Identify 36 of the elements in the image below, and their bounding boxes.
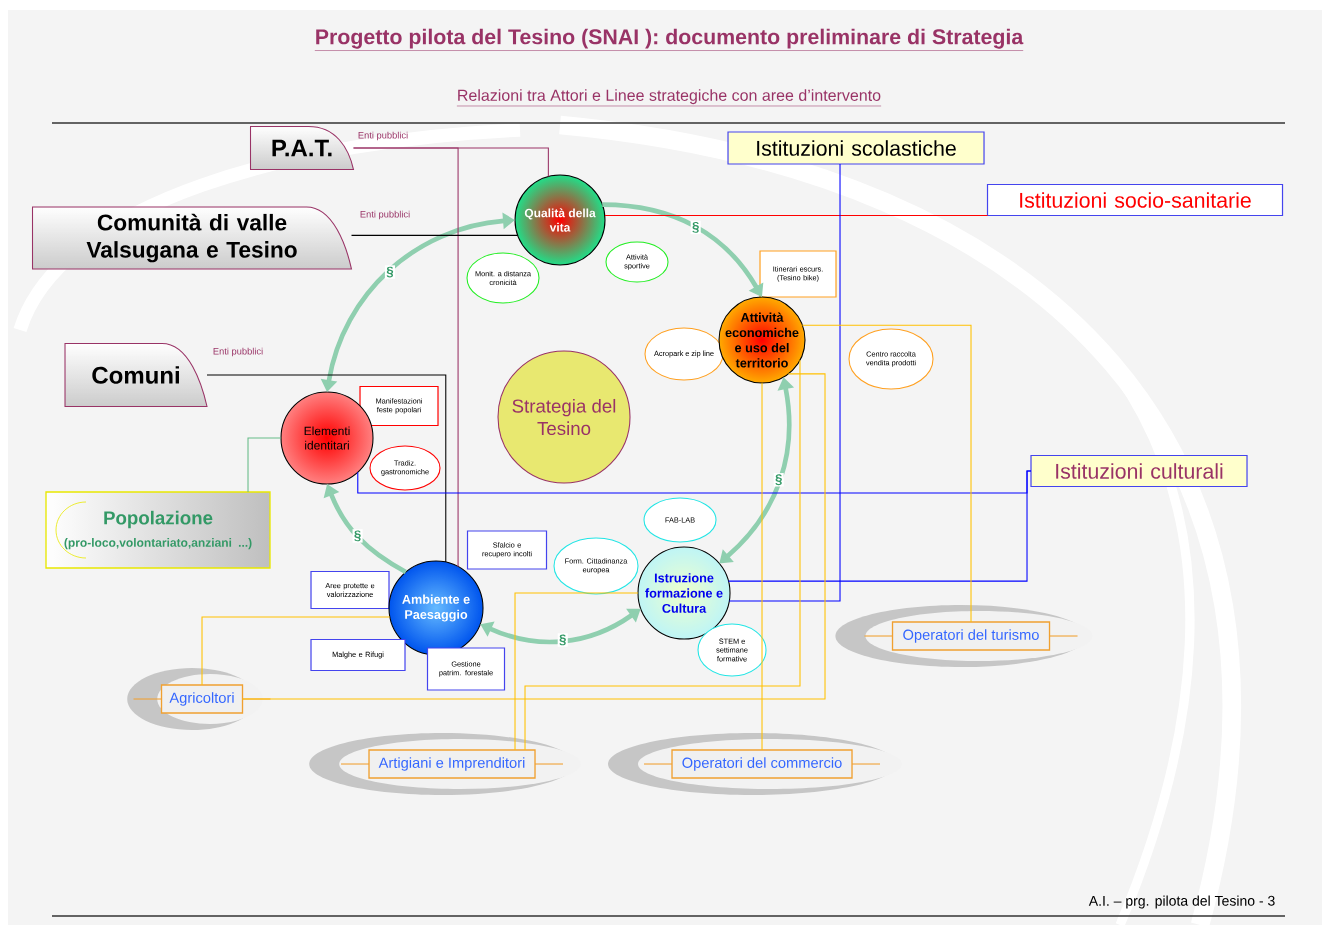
institution-box: Istituzioni scolastiche	[727, 131, 985, 165]
actor-box: Artigiani e Imprenditori	[309, 733, 581, 795]
connector-line	[801, 324, 972, 623]
actor-box: Operatori del turismo	[835, 605, 1093, 667]
tab-box: Comuni	[64, 342, 208, 408]
edge-label: §	[384, 265, 395, 279]
actor-box: Agricoltori	[127, 668, 272, 730]
connector-line	[201, 616, 391, 686]
institution-box: Istituzioni socio-sanitarie	[986, 183, 1284, 217]
side-label: Enti pubblici	[358, 131, 408, 141]
edge-label: §	[773, 473, 784, 487]
edge-label: §	[557, 633, 568, 647]
subtitle: Relazioni tra Attori e Linee strategiche con aree d’intervento	[456, 89, 882, 107]
institution-box: Istituzioni culturali	[1030, 454, 1248, 488]
connector-line	[761, 382, 763, 751]
side-label: Enti pubblici	[360, 210, 410, 220]
connector-line	[247, 437, 282, 493]
connector-line	[241, 373, 826, 700]
tab-box: P.A.T.	[249, 125, 355, 171]
connector-line	[727, 470, 1032, 582]
side-label: Enti pubblici	[213, 347, 263, 357]
connector-line	[350, 234, 519, 236]
actor-box: Operatori del commercio	[608, 733, 902, 795]
edge-label: §	[690, 220, 701, 235]
footer-text: A.I. – prg. pilota del Tesino - 3	[1088, 895, 1275, 909]
edge-label: §	[352, 529, 363, 543]
tab-box: Comunità di valle Valsugana e Tesino	[31, 206, 353, 270]
connector-line	[352, 147, 459, 568]
connector-line	[524, 359, 801, 751]
connector-line	[604, 214, 989, 217]
curved-arrow	[602, 202, 764, 297]
title: Progetto pilota del Tesino (SNAI ): documento preliminare di Strategia	[314, 28, 1024, 51]
group-box: Popolazione (pro-loco,volontariato,anziani ...)	[45, 491, 271, 569]
connector-line	[514, 592, 639, 751]
connector-line	[206, 374, 447, 563]
connector-line	[728, 163, 841, 602]
